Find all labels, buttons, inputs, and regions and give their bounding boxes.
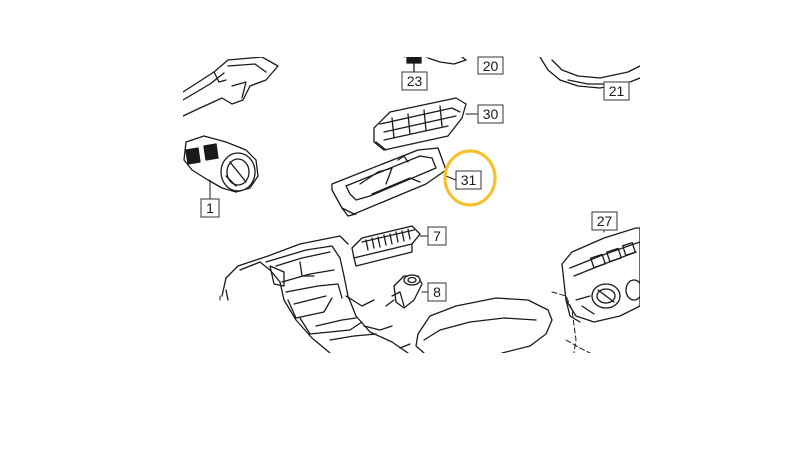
callout-7[interactable]: 7: [427, 226, 447, 246]
callout-31[interactable]: 31: [455, 170, 482, 190]
dashboard-trim-panel: [183, 57, 279, 117]
switch-panel: [373, 97, 467, 151]
callout-27[interactable]: 27: [591, 211, 618, 231]
power-socket: [385, 274, 423, 309]
callout-label-7: 7: [433, 228, 441, 244]
rear-trim-part: [539, 57, 640, 89]
dashed-cut-lines: [219, 291, 591, 353]
part-20-edge: [427, 57, 467, 65]
bezel-frame: [331, 147, 447, 217]
callout-label-8: 8: [433, 284, 441, 300]
center-console: [221, 235, 409, 353]
callout-label-23: 23: [407, 73, 423, 89]
headlight-switch: [183, 135, 259, 193]
callout-label-21: 21: [609, 83, 625, 99]
callout-label-31: 31: [461, 172, 477, 188]
callout-label-30: 30: [483, 106, 499, 122]
callout-8[interactable]: 8: [427, 282, 447, 302]
callout-21[interactable]: 21: [603, 81, 630, 101]
callout-30[interactable]: 30: [477, 104, 504, 124]
callout-label-27: 27: [597, 213, 613, 229]
highlight-circle: [443, 149, 497, 207]
callout-1[interactable]: 1: [200, 198, 220, 218]
climate-control-unit: [561, 227, 640, 323]
callout-20[interactable]: 20: [477, 56, 504, 75]
switch-strip: [351, 225, 421, 267]
callout-23[interactable]: 23: [401, 71, 428, 91]
armrest: [399, 297, 553, 353]
callout-label-1: 1: [206, 200, 214, 216]
callout-labels: 1 7 8 20 21 23 27 30: [200, 56, 630, 302]
callout-label-20: 20: [483, 58, 499, 74]
bolt-part: [403, 57, 427, 73]
